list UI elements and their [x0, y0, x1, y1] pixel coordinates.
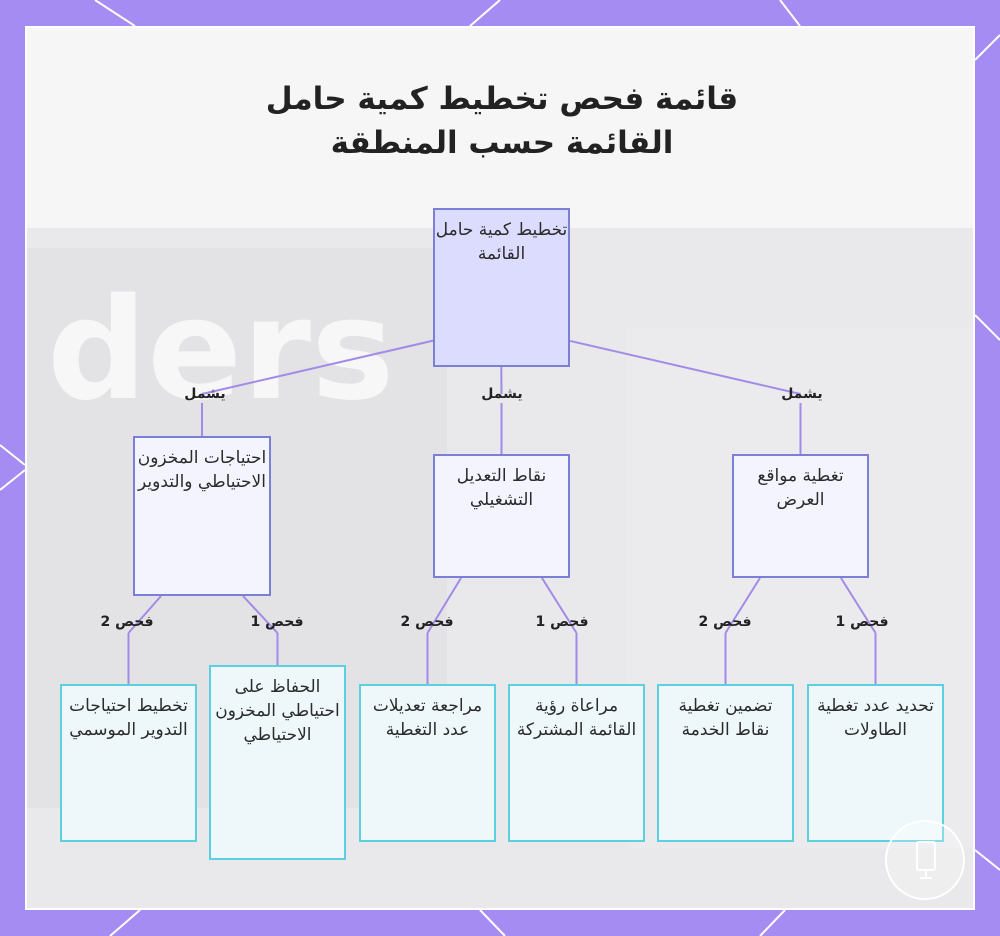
connector-category-to-check [724, 577, 761, 634]
connector-category-to-check [840, 577, 877, 634]
diagram-card: ders قائمة فحص تخطيط كمية حامل القائمة ح… [25, 26, 975, 910]
check-node: الحفاظ على احتياطي المخزون الاحتياطي [209, 665, 346, 860]
root-node: تخطيط كمية حامل القائمة [433, 208, 570, 367]
check-node: مراعاة رؤية القائمة المشتركة [508, 684, 645, 842]
check-edge-label: فحص 2 [400, 614, 454, 630]
check-edge-label: فحص 2 [698, 614, 752, 630]
category-node: احتياجات المخزون الاحتياطي والتدوير [133, 436, 271, 596]
check-edge-label: فحص 2 [100, 614, 154, 630]
check-node: تحديد عدد تغطية الطاولات [807, 684, 944, 842]
branch-label: يشمل [781, 386, 823, 402]
category-node: تغطية مواقع العرض [732, 454, 869, 578]
category-node: نقاط التعديل التشغيلي [433, 454, 570, 578]
check-edge-label: فحص 1 [535, 614, 589, 630]
check-node: تخطيط احتياجات التدوير الموسمي [60, 684, 197, 842]
check-edge-label: فحص 1 [250, 614, 304, 630]
watermark-badge-icon [885, 820, 965, 900]
branch-label: يشمل [184, 386, 226, 402]
connector-category-to-check [541, 577, 578, 634]
check-edge-label: فحص 1 [835, 614, 889, 630]
check-node: مراجعة تعديلات عدد التغطية [359, 684, 496, 842]
check-node: تضمين تغطية نقاط الخدمة [657, 684, 794, 842]
branch-label: يشمل [481, 386, 523, 402]
connector-category-to-check [127, 595, 162, 634]
connector-category-to-check [426, 577, 462, 634]
connector-category-to-check [242, 595, 279, 634]
page-title-line-1: قائمة فحص تخطيط كمية حامل [265, 81, 739, 117]
page-title-line-2: القائمة حسب المنطقة [330, 125, 674, 161]
svg-text:ders: ders [47, 269, 395, 432]
